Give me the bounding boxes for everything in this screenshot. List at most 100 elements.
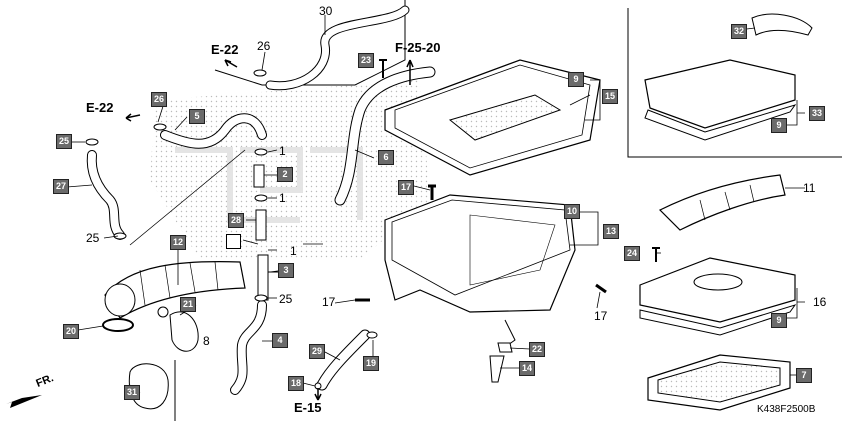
- callout-15: 15: [602, 89, 618, 104]
- arrow-e22-top: [224, 59, 238, 68]
- label-1a: 1: [279, 144, 286, 158]
- callout-17-top: 17: [398, 180, 414, 195]
- callout-2: 2: [277, 167, 293, 182]
- front-arrow-icon: [6, 395, 42, 408]
- clip-25-lower: [113, 232, 127, 240]
- callout-20: 20: [63, 324, 79, 339]
- label-25-mid: 25: [279, 292, 293, 306]
- label-25-lower: 25: [86, 231, 100, 245]
- hose-5: [161, 114, 266, 148]
- screw-24: [652, 247, 660, 262]
- frame-line-inset: [627, 8, 842, 158]
- frame-line-mid: [129, 149, 246, 246]
- cover-mesh: [448, 94, 562, 141]
- callout-10: 10: [564, 204, 580, 219]
- callout-4: 4: [272, 333, 288, 348]
- label-17-left: 17: [322, 295, 336, 309]
- callout-21: 21: [180, 297, 196, 312]
- arrow-e15: [314, 388, 322, 401]
- callout-29: 29: [309, 344, 325, 359]
- intake-duct: [104, 261, 246, 319]
- duct-11-ribs: [699, 184, 755, 221]
- separator-2: [253, 164, 265, 188]
- callout-28: 28: [228, 213, 244, 228]
- filter-element-mesh: [657, 361, 781, 403]
- seal-32: [751, 13, 813, 36]
- hose-29: [317, 330, 370, 390]
- diagram-code: K438F2500B: [757, 404, 816, 415]
- callout-3: 3: [278, 263, 294, 278]
- clip-1b: [254, 194, 268, 202]
- case-ribs: [469, 214, 556, 286]
- bolt-17-right: [595, 283, 607, 294]
- arrow-e22-left: [125, 113, 141, 122]
- callout-26-left: 26: [151, 92, 167, 107]
- hose-4: [231, 301, 266, 394]
- frame-line-top: [214, 0, 406, 86]
- ref-e22-left: E-22: [86, 100, 114, 115]
- label-1c: 1: [290, 244, 297, 258]
- clip-25: [254, 294, 268, 302]
- gasket-9-top: [394, 64, 591, 169]
- screw-23: [379, 59, 387, 78]
- callout-31: 31: [124, 385, 140, 400]
- label-1b: 1: [279, 191, 286, 205]
- label-26-top: 26: [257, 39, 271, 53]
- callout-32: 32: [731, 24, 747, 39]
- callout-9-inset: 9: [771, 118, 787, 133]
- callout-19: 19: [363, 356, 379, 371]
- callout-33: 33: [809, 106, 825, 121]
- gasket-9-inset: [644, 104, 797, 141]
- label-17-right: 17: [594, 309, 608, 323]
- callout-7: 7: [796, 368, 812, 383]
- callout-22: 22: [529, 342, 545, 357]
- hose-30: [266, 6, 409, 90]
- ref-e22-top: E-22: [211, 42, 239, 57]
- label-16: 16: [813, 295, 827, 309]
- callout-23: 23: [358, 53, 374, 68]
- callout-9-top: 9: [568, 72, 584, 87]
- clip-25-left: [85, 138, 99, 146]
- callout-9-mid: 9: [771, 313, 787, 328]
- drain-tube-14: [489, 355, 505, 383]
- cover-33: [644, 59, 796, 129]
- callout-6: 6: [378, 150, 394, 165]
- hose-6: [335, 67, 435, 205]
- ref-e15: E-15: [294, 400, 322, 415]
- label-30: 30: [319, 4, 333, 18]
- callout-14: 14: [519, 361, 535, 376]
- gasket-9-mid: [639, 304, 797, 336]
- label-11: 11: [803, 181, 816, 195]
- duct-bellows: [139, 261, 219, 306]
- clip-26-top: [253, 69, 267, 77]
- case-drain: [504, 319, 516, 346]
- cover-16-opening: [693, 273, 743, 291]
- intake-duct-mouth: [104, 283, 136, 317]
- tube-28: [255, 209, 267, 241]
- clamp-21: [157, 306, 169, 318]
- callout-27: 27: [53, 179, 69, 194]
- resonator-8: [169, 311, 199, 352]
- callout-25-left: 25: [56, 134, 72, 149]
- callout-13: 13: [603, 224, 619, 239]
- callout-18: 18: [288, 376, 304, 391]
- case-lower: [384, 194, 576, 313]
- clip-19: [366, 331, 378, 339]
- clip-1a: [254, 148, 268, 156]
- callout-5: 5: [189, 109, 205, 124]
- clip-26-left: [153, 123, 167, 131]
- callout-12: 12: [170, 235, 186, 250]
- arrow-f2520: [406, 59, 414, 85]
- label-8: 8: [203, 334, 210, 348]
- drain-clip-22: [497, 342, 513, 353]
- empty-reference-box: [226, 234, 241, 249]
- duct-11: [658, 174, 786, 231]
- ref-f2520: F-25-20: [395, 40, 441, 55]
- callout-24: 24: [624, 246, 640, 261]
- seal-10: [391, 199, 571, 296]
- hose-27: [87, 151, 124, 239]
- band-20: [102, 318, 134, 332]
- bolt-17-top: [428, 184, 436, 200]
